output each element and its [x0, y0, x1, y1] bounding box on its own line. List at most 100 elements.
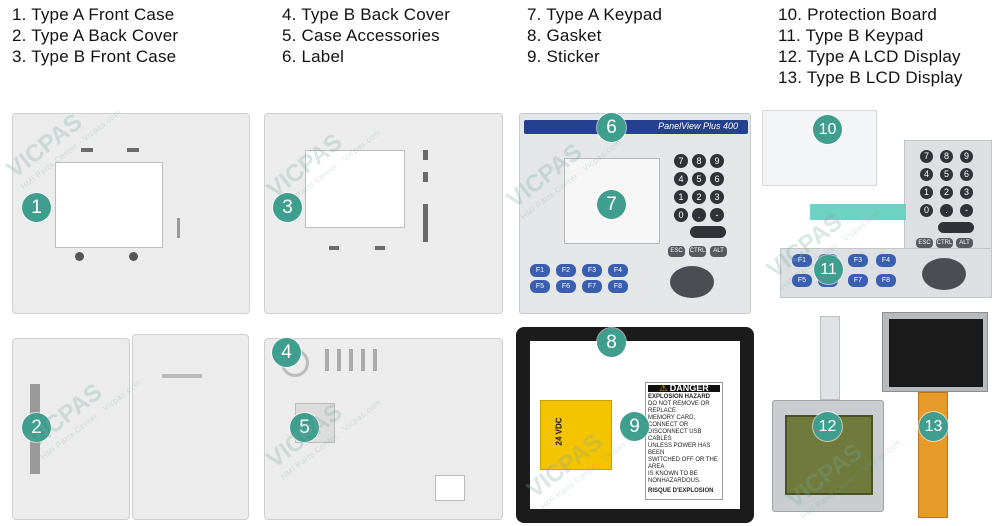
key: CTRL — [936, 238, 953, 248]
enter-key — [690, 226, 726, 238]
sticker-voltage: 24 VDC — [554, 417, 564, 446]
key: 7 — [920, 150, 933, 163]
key: 4 — [920, 168, 933, 181]
function-key: F6 — [556, 280, 576, 293]
legend-column-1: 1. Type A Front Case 2. Type A Back Cove… — [12, 4, 178, 67]
danger-title-text: DANGER — [669, 383, 709, 393]
legend-item: 5. Case Accessories — [282, 26, 440, 45]
numeric-keypad: 7 8 9 4 5 6 1 2 3 0 . - ESC CTRL ALT — [668, 154, 742, 264]
badge-1: 1 — [22, 193, 51, 222]
badge-2: 2 — [22, 413, 51, 442]
key: 6 — [710, 172, 724, 186]
lcd-screen — [889, 319, 983, 387]
key: 9 — [960, 150, 973, 163]
badge-8: 8 — [597, 328, 626, 357]
flex-ribbon — [810, 204, 906, 220]
function-key: F8 — [608, 280, 628, 293]
case-slot — [81, 148, 93, 152]
key: 7 — [674, 154, 688, 168]
hazard-line: IS KNOWN TO BE NONHAZARDOUS. — [648, 471, 701, 484]
screw-hole — [75, 252, 84, 261]
key: ESC — [916, 238, 933, 248]
lcd-window — [305, 150, 405, 228]
type-b-keypad: F1 F2 F3 F4 F5 F6 F7 F8 7 8 9 4 5 6 1 2 … — [780, 140, 992, 298]
legend-item: 2. Type A Back Cover — [12, 26, 179, 45]
key: 8 — [940, 150, 953, 163]
key: 8 — [692, 154, 706, 168]
vent-slot — [325, 349, 329, 371]
legend-item: 12. Type A LCD Display — [778, 47, 961, 66]
legend-column-3: 7. Type A Keypad 8. Gasket 9. Sticker — [527, 4, 662, 67]
key: - — [960, 204, 973, 217]
function-key: F4 — [608, 264, 628, 277]
case-slot — [423, 150, 428, 160]
back-cover-right — [132, 334, 249, 520]
function-key: F7 — [848, 274, 868, 287]
key: ALT — [956, 238, 973, 248]
key: CTRL — [689, 246, 706, 257]
key: - — [710, 208, 724, 222]
hazard-headline: EXPLOSION HAZARD — [648, 394, 711, 400]
sticker: 24 VDC — [540, 400, 612, 470]
legend-item: 8. Gasket — [527, 26, 602, 45]
key: 0 — [674, 208, 688, 222]
legend-column-4: 10. Protection Board 11. Type B Keypad 1… — [778, 4, 963, 88]
function-key: F1 — [530, 264, 550, 277]
key: . — [692, 208, 706, 222]
key: 2 — [692, 190, 706, 204]
display-window — [564, 158, 660, 244]
case-slot — [423, 172, 428, 182]
vent-slot — [337, 349, 341, 371]
french-headline: RISQUE D'EXPLOSION — [648, 488, 714, 494]
key: 4 — [674, 172, 688, 186]
label-strip: PanelView Plus 400 — [524, 120, 748, 134]
key: 5 — [692, 172, 706, 186]
legend-item: 4. Type B Back Cover — [282, 5, 451, 24]
badge-11: 11 — [814, 255, 843, 284]
legend-item: 13. Type B LCD Display — [778, 68, 963, 87]
hazard-line: UNLESS POWER HAS BEEN — [648, 443, 711, 456]
legend-item: 11. Type B Keypad — [778, 26, 924, 45]
key: 6 — [960, 168, 973, 181]
badge-13: 13 — [919, 412, 948, 441]
function-key: F5 — [530, 280, 550, 293]
function-key: F5 — [792, 274, 812, 287]
lcd-flex-cable — [918, 392, 948, 518]
function-key: F8 — [876, 274, 896, 287]
hazard-line: DISCONNECT USB CABLES — [648, 429, 702, 442]
function-key: F3 — [848, 254, 868, 267]
case-slot — [162, 374, 202, 378]
danger-title: ⚠ DANGER — [648, 383, 720, 393]
type-a-back-cover — [12, 334, 249, 520]
vent-slot — [373, 349, 377, 371]
key: 1 — [920, 186, 933, 199]
hazard-line: DO NOT REMOVE OR REPLACE — [648, 401, 710, 414]
case-slot — [177, 218, 180, 238]
key: 2 — [940, 186, 953, 199]
label-text: PanelView Plus 400 — [658, 121, 738, 131]
key: 0 — [920, 204, 933, 217]
case-slot — [423, 204, 428, 242]
case-slot — [127, 148, 139, 152]
badge-10: 10 — [813, 115, 842, 144]
badge-3: 3 — [273, 193, 302, 222]
hazard-line: SWITCHED OFF OR THE AREA — [648, 457, 718, 470]
enter-key — [938, 222, 974, 233]
danger-label: ⚠ DANGER EXPLOSION HAZARD DO NOT REMOVE … — [645, 382, 723, 500]
badge-4: 4 — [272, 338, 301, 367]
key: 5 — [940, 168, 953, 181]
direction-pad — [922, 258, 966, 290]
key: . — [940, 204, 953, 217]
vent-slot — [349, 349, 353, 371]
legend-item: 9. Sticker — [527, 47, 600, 66]
type-a-front-case — [12, 113, 250, 314]
key: ESC — [668, 246, 685, 257]
function-key: F1 — [792, 254, 812, 267]
cutout — [435, 475, 465, 501]
badge-7: 7 — [597, 190, 626, 219]
lcd-flex-cable — [820, 316, 840, 400]
badge-5: 5 — [290, 413, 319, 442]
badge-6: 6 — [597, 113, 626, 142]
type-b-lcd-display — [882, 312, 988, 392]
key: 3 — [710, 190, 724, 204]
